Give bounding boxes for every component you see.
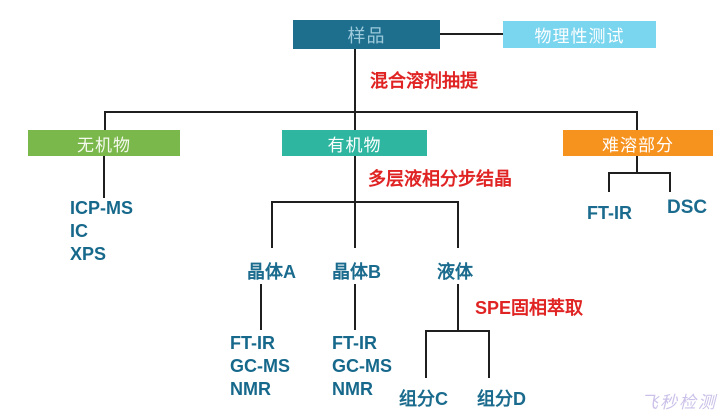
node-crystal-b: 晶体B [332,262,381,282]
process-label-solvent-extraction: 混合溶剂抽提 [370,71,478,91]
connector-liquid-branch-horizontal [425,330,490,332]
node-component-d: 组分D [477,389,526,409]
node-insoluble-label: 难溶部分 [602,135,674,155]
node-sample-label: 样品 [347,25,386,46]
method-item: FT-IR [332,333,377,353]
connector-sample-down [354,49,356,130]
method-list-crystal-b: FT-IR GC-MS NMR [332,332,392,401]
connector-organic-branch-horizontal [271,201,459,203]
node-physical-test: 物理性测试 [503,21,656,48]
connector-crystal-a-down [260,284,262,330]
method-item: NMR [230,379,271,399]
method-ftir-insoluble: FT-IR [587,203,632,223]
watermark-text: 飞秒检测 [641,393,717,412]
method-item: NMR [332,379,373,399]
method-item: XPS [70,244,107,264]
method-item: ICP-MS [70,198,133,218]
connector-organic-down [354,156,356,202]
connector-insoluble-to-ftir [608,173,610,192]
connector-to-component-c [425,331,427,378]
method-item: FT-IR [230,333,275,353]
method-list-crystal-a: FT-IR GC-MS NMR [230,332,290,401]
connector-insoluble-branch-horizontal [608,172,671,174]
connector-insoluble-to-dsc [669,173,671,192]
node-inorganic: 无机物 [28,130,180,156]
connector-insoluble-down [636,156,638,173]
connector-inorganic-down [103,156,105,198]
connector-to-component-d [488,331,490,378]
node-physical-test-label: 物理性测试 [534,27,625,46]
process-label-spe-extraction: SPE固相萃取 [475,298,584,318]
method-item: GC-MS [230,356,290,376]
method-item: IC [70,221,88,241]
connector-main-horizontal [104,111,638,113]
process-label-fractional-crystallization: 多层液相分步结晶 [368,169,512,189]
node-crystal-a: 晶体A [247,262,296,282]
node-organic-label: 有机物 [327,135,382,155]
connector-crystal-b-down [354,284,356,330]
node-component-c: 组分C [399,389,448,409]
connector-to-liquid [457,202,459,248]
connector-liquid-down [457,284,459,331]
connector-to-crystal-b [354,202,356,248]
node-sample: 样品 [293,20,440,49]
node-liquid: 液体 [437,262,473,282]
node-organic: 有机物 [282,130,427,156]
method-dsc-insoluble: DSC [667,197,708,218]
connector-sample-to-physical [440,33,503,35]
connector-drop-inorganic [104,112,106,130]
node-insoluble: 难溶部分 [563,130,713,156]
method-item: GC-MS [332,356,392,376]
connector-drop-insoluble [636,112,638,130]
connector-to-crystal-a [271,202,273,248]
node-inorganic-label: 无机物 [77,135,131,155]
method-list-inorganic: ICP-MS IC XPS [70,197,133,266]
